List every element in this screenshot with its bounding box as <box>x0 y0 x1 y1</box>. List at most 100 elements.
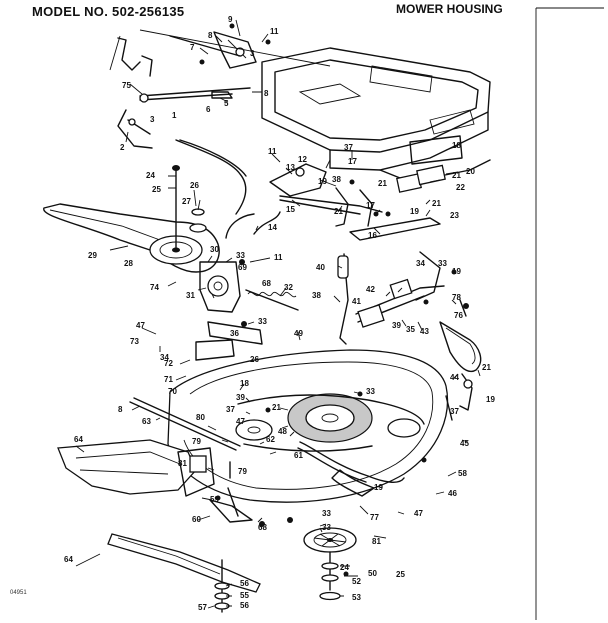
part-label-p44: 44 <box>450 373 459 382</box>
part-label-p81b: 81 <box>372 537 381 546</box>
part-label-p59: 59 <box>210 495 219 504</box>
part-label-p26: 26 <box>190 181 199 190</box>
part-label-p25: 25 <box>152 185 161 194</box>
part-label-p68: 68 <box>262 279 271 288</box>
part-label-p19a: 19 <box>318 177 327 186</box>
model-number-title: MODEL NO. 502-256135 <box>32 4 185 19</box>
part-label-p8b: 8 <box>264 89 269 98</box>
part-label-p22: 22 <box>456 183 465 192</box>
part-label-p26b: 26 <box>250 355 259 364</box>
part-label-p34: 34 <box>416 259 425 268</box>
part-label-p60: 60 <box>192 515 201 524</box>
part-label-p61: 61 <box>294 451 303 460</box>
part-label-p24: 24 <box>146 171 155 180</box>
part-label-p8a: 8 <box>208 31 213 40</box>
part-label-p74: 74 <box>150 283 159 292</box>
part-label-p81a: 81 <box>178 459 187 468</box>
part-label-p23: 23 <box>450 211 459 220</box>
part-label-p15: 15 <box>286 205 295 214</box>
right-lift-linkage <box>337 251 482 411</box>
part-label-p39b: 39 <box>236 393 245 402</box>
part-label-p21b: 21 <box>452 171 461 180</box>
part-label-p32: 32 <box>284 283 293 292</box>
part-label-p19c: 19 <box>452 267 461 276</box>
part-label-p29: 29 <box>88 251 97 260</box>
part-label-p2: 2 <box>120 143 125 152</box>
part-label-p79a: 79 <box>192 437 201 446</box>
part-label-p56: 56 <box>240 579 249 588</box>
part-label-p75: 75 <box>122 81 131 90</box>
part-label-p11b: 11 <box>268 147 277 156</box>
part-label-p3a: 3 <box>250 49 255 58</box>
part-label-p77: 77 <box>370 513 379 522</box>
lift-linkage-assembly <box>109 23 331 149</box>
part-label-p27: 27 <box>182 197 191 206</box>
part-label-p14: 14 <box>268 223 277 232</box>
part-label-p35: 35 <box>406 325 415 334</box>
part-label-p52: 52 <box>352 577 361 586</box>
spindle-and-blade <box>107 517 357 613</box>
part-label-p31: 31 <box>186 291 195 300</box>
part-label-p76: 76 <box>454 311 463 320</box>
part-label-p30: 30 <box>210 245 219 254</box>
part-label-p16: 16 <box>368 231 377 240</box>
part-label-p37b: 37 <box>450 407 459 416</box>
part-label-p21d: 21 <box>334 207 343 216</box>
part-label-p21e: 21 <box>482 363 491 372</box>
part-label-p21a: 21 <box>378 179 387 188</box>
part-label-p57: 57 <box>198 603 207 612</box>
part-label-p37a: 37 <box>344 143 353 152</box>
part-label-p50: 50 <box>368 569 377 578</box>
part-label-p24b: 24 <box>340 563 349 572</box>
discharge-chute <box>57 397 253 523</box>
part-label-p69: 69 <box>238 263 247 272</box>
part-label-p11c: 11 <box>274 253 283 262</box>
part-label-p18a: 18 <box>452 141 461 150</box>
drive-belt-and-pulley <box>43 139 247 273</box>
part-label-p78: 78 <box>452 293 461 302</box>
drawing-code: 04951 <box>10 590 27 596</box>
part-label-p42: 42 <box>366 285 375 294</box>
part-label-p62: 62 <box>266 435 275 444</box>
part-label-p11a: 11 <box>270 27 279 36</box>
deck-lift-frame <box>261 47 491 193</box>
part-label-p8c: 8 <box>118 405 123 414</box>
part-label-p40: 40 <box>316 263 325 272</box>
part-label-p19b: 19 <box>410 207 419 216</box>
part-label-p33f: 33 <box>322 523 331 532</box>
part-label-p1: 1 <box>172 111 177 120</box>
part-label-p19d: 19 <box>486 395 495 404</box>
part-label-p28: 28 <box>124 259 133 268</box>
part-label-p72: 72 <box>164 359 173 368</box>
part-label-p17a: 17 <box>348 157 357 166</box>
part-label-p38a: 38 <box>332 175 341 184</box>
part-label-p58: 58 <box>458 469 467 478</box>
part-label-p49: 49 <box>294 329 303 338</box>
part-label-p5: 5 <box>224 99 229 108</box>
part-label-p33d: 33 <box>366 387 375 396</box>
part-label-p18b: 18 <box>240 379 249 388</box>
part-label-p19e: 19 <box>374 483 383 492</box>
part-label-p47b: 47 <box>236 417 245 426</box>
part-label-p45: 45 <box>460 439 469 448</box>
part-label-p7: 7 <box>190 43 195 52</box>
part-label-p79b: 79 <box>238 467 247 476</box>
part-label-p37c: 37 <box>226 405 235 414</box>
part-label-p34b: 34 <box>160 353 169 362</box>
part-label-p20: 20 <box>466 167 475 176</box>
part-label-p71: 71 <box>164 375 173 384</box>
part-label-p64a: 64 <box>74 435 83 444</box>
part-label-p33a: 33 <box>236 251 245 260</box>
part-label-p33c: 33 <box>258 317 267 326</box>
part-label-p73: 73 <box>130 337 139 346</box>
part-label-p46: 46 <box>448 489 457 498</box>
part-label-p9: 9 <box>228 15 233 24</box>
part-label-p36: 36 <box>230 329 239 338</box>
part-label-p47a: 47 <box>136 321 145 330</box>
part-label-p63: 63 <box>142 417 151 426</box>
part-label-p41: 41 <box>352 297 361 306</box>
part-label-p70: 70 <box>168 387 177 396</box>
part-label-p6: 6 <box>206 105 211 114</box>
part-label-p47c: 47 <box>414 509 423 518</box>
